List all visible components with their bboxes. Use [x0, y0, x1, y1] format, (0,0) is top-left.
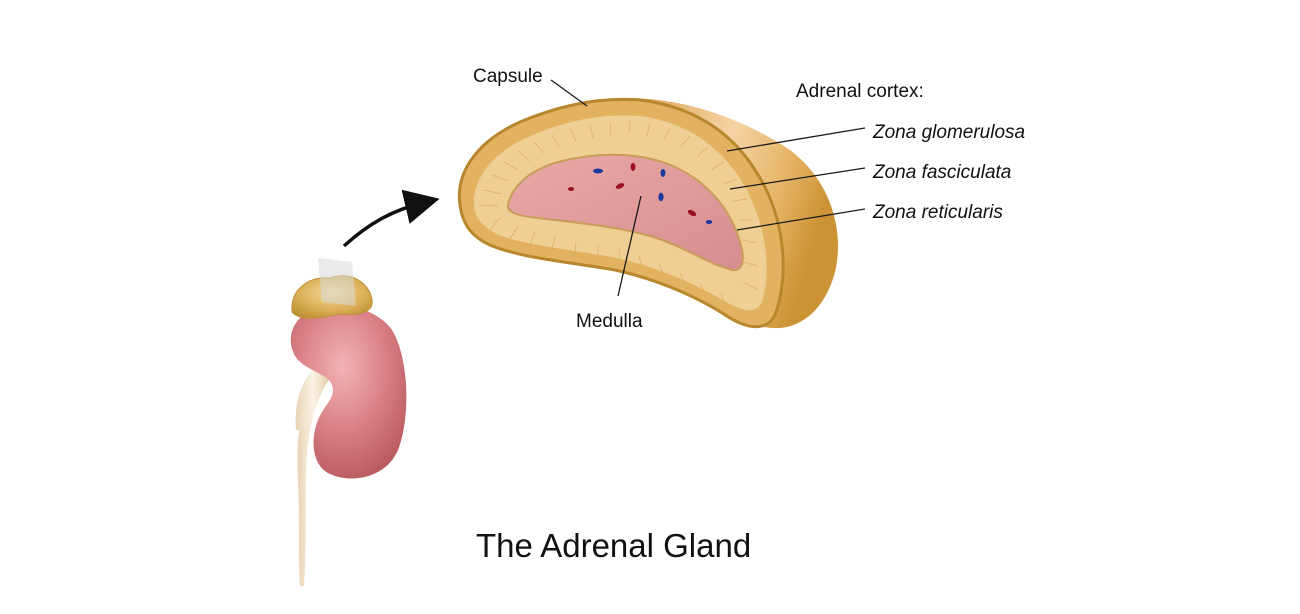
- artery: [630, 163, 636, 171]
- medulla-region: [506, 153, 744, 272]
- artery: [687, 209, 697, 217]
- reticularis-leader: [736, 208, 866, 231]
- blood-vessels: [568, 163, 713, 224]
- curved-arrow-icon: [342, 189, 440, 248]
- capsule-leader: [550, 79, 588, 107]
- zona-glomerulosa-label: Zona glomerulosa: [872, 122, 1025, 143]
- vein: [658, 192, 664, 202]
- diagram-title: The Adrenal Gland: [476, 527, 751, 564]
- renal-pelvis: [295, 365, 330, 430]
- artery: [568, 187, 574, 191]
- artery: [615, 183, 625, 189]
- fasciculata-leader: [729, 167, 866, 190]
- gland-outer-surface: [600, 98, 838, 329]
- glomerulosa-leader: [726, 127, 866, 152]
- medulla-label: Medulla: [576, 311, 643, 332]
- adrenal-cortex-label: Adrenal cortex:: [796, 81, 924, 102]
- kidney: [290, 305, 407, 479]
- vein: [660, 169, 666, 177]
- vein: [705, 220, 713, 224]
- capsule-label: Capsule: [473, 66, 543, 87]
- zona-hatching: [479, 120, 759, 307]
- leader-lines: [550, 79, 866, 297]
- vein: [593, 168, 603, 174]
- zona-fasciculata-label: Zona fasciculata: [872, 162, 1011, 183]
- zona-reticularis-label: Zona reticularis: [872, 202, 1003, 223]
- kidney-illustration: [290, 258, 407, 586]
- medulla-leader: [617, 195, 642, 297]
- adrenal-cross-section: [457, 97, 838, 329]
- cut-plane: [318, 258, 356, 306]
